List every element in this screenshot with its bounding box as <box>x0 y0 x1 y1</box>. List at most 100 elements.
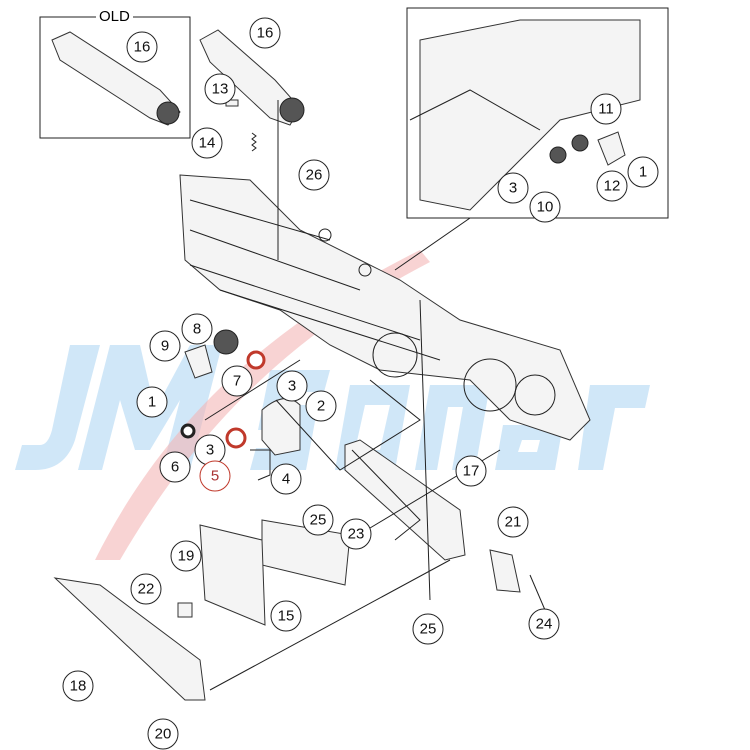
callout-26: 26 <box>298 159 330 191</box>
callout-number: 15 <box>278 608 295 625</box>
callout-number: 11 <box>598 101 614 118</box>
callout-number: 5 <box>211 468 219 485</box>
callout-3-inset: 3 <box>497 172 529 204</box>
callout-number: 14 <box>199 135 216 152</box>
callout-25-a: 25 <box>302 504 334 536</box>
callout-4: 4 <box>270 463 302 495</box>
callout-21: 21 <box>497 506 529 538</box>
callout-number: 16 <box>257 25 274 42</box>
callout-19: 19 <box>170 540 202 572</box>
callout-number: 24 <box>536 616 553 633</box>
old-label: OLD <box>96 8 133 25</box>
callout-number: 25 <box>420 621 437 638</box>
callout-9: 9 <box>149 330 181 362</box>
callout-20: 20 <box>147 718 179 750</box>
callout-number: 16 <box>134 39 151 56</box>
callout-circle <box>455 455 487 487</box>
callout-circle <box>221 365 253 397</box>
panel-19 <box>199 524 266 626</box>
callout-circle <box>412 613 444 645</box>
callout-circle <box>497 172 529 204</box>
gear-11 <box>571 134 589 152</box>
callout-11: 11 <box>590 93 622 125</box>
callout-circle <box>270 463 302 495</box>
callout-circle <box>497 506 529 538</box>
callout-circle <box>130 573 162 605</box>
callout-number: 20 <box>155 726 172 743</box>
callout-16: 16 <box>249 17 281 49</box>
callout-circle <box>270 600 302 632</box>
callout-circle <box>529 191 561 223</box>
callout-16-old: 16 <box>126 31 158 63</box>
callout-circle <box>596 170 628 202</box>
callout-circle <box>340 518 372 550</box>
callout-circle <box>191 127 223 159</box>
connector-21 <box>489 549 521 593</box>
pad-22 <box>177 602 193 618</box>
callout-number: 9 <box>161 338 169 355</box>
gear-7 <box>246 350 266 370</box>
callout-circle <box>199 460 231 492</box>
callout-5: 5 <box>199 460 231 492</box>
callout-number: 2 <box>317 398 325 415</box>
plate-18 <box>53 577 206 701</box>
callout-7: 7 <box>221 365 253 397</box>
bracket-12 <box>597 131 626 166</box>
gear-5 <box>225 427 247 449</box>
spring-14 <box>251 132 257 152</box>
callout-number: 26 <box>306 167 323 184</box>
old-lever-part <box>51 31 181 126</box>
bracket-9 <box>184 344 213 379</box>
callout-23: 23 <box>340 518 372 550</box>
callout-13: 13 <box>204 73 236 105</box>
callout-22: 22 <box>130 573 162 605</box>
callout-number: 25 <box>310 512 327 529</box>
gear-8 <box>213 329 239 355</box>
watermark-swoosh <box>95 250 430 560</box>
callout-circle <box>204 73 236 105</box>
callout-circle <box>528 608 560 640</box>
callout-10: 10 <box>529 191 561 223</box>
callout-number: 12 <box>604 178 621 195</box>
callout-3-a: 3 <box>276 370 308 402</box>
callout-number: 6 <box>171 459 179 476</box>
callout-circle <box>298 159 330 191</box>
callout-2: 2 <box>305 390 337 422</box>
callout-number: 3 <box>206 442 214 459</box>
callout-number: 7 <box>233 373 241 390</box>
callout-number: 4 <box>282 471 290 488</box>
gear-10 <box>549 146 567 164</box>
callout-6: 6 <box>159 451 191 483</box>
callout-number: 13 <box>212 81 229 98</box>
callout-18: 18 <box>62 670 94 702</box>
callout-8: 8 <box>181 313 213 345</box>
callout-circle <box>147 718 179 750</box>
leader-lines <box>204 100 546 691</box>
callout-24: 24 <box>528 608 560 640</box>
callout-circle <box>170 540 202 572</box>
callout-circle <box>627 156 659 188</box>
lever-part-16 <box>199 29 305 126</box>
callout-circle <box>62 670 94 702</box>
callout-circle <box>149 330 181 362</box>
callout-12: 12 <box>596 170 628 202</box>
callout-number: 22 <box>138 581 155 598</box>
callout-number: 8 <box>193 321 201 338</box>
callout-25-b: 25 <box>412 613 444 645</box>
callout-14: 14 <box>191 127 223 159</box>
callout-number: 3 <box>288 378 296 395</box>
callout-number: 23 <box>348 526 365 543</box>
callout-circle <box>249 17 281 49</box>
callout-17: 17 <box>455 455 487 487</box>
cover-17 <box>344 439 466 561</box>
feeder-main-frame <box>179 174 591 441</box>
callout-circle <box>276 370 308 402</box>
callout-number: 21 <box>505 514 522 531</box>
callout-circle <box>305 390 337 422</box>
callout-1-inset: 1 <box>627 156 659 188</box>
callout-circle <box>590 93 622 125</box>
callout-number: 1 <box>639 164 647 181</box>
